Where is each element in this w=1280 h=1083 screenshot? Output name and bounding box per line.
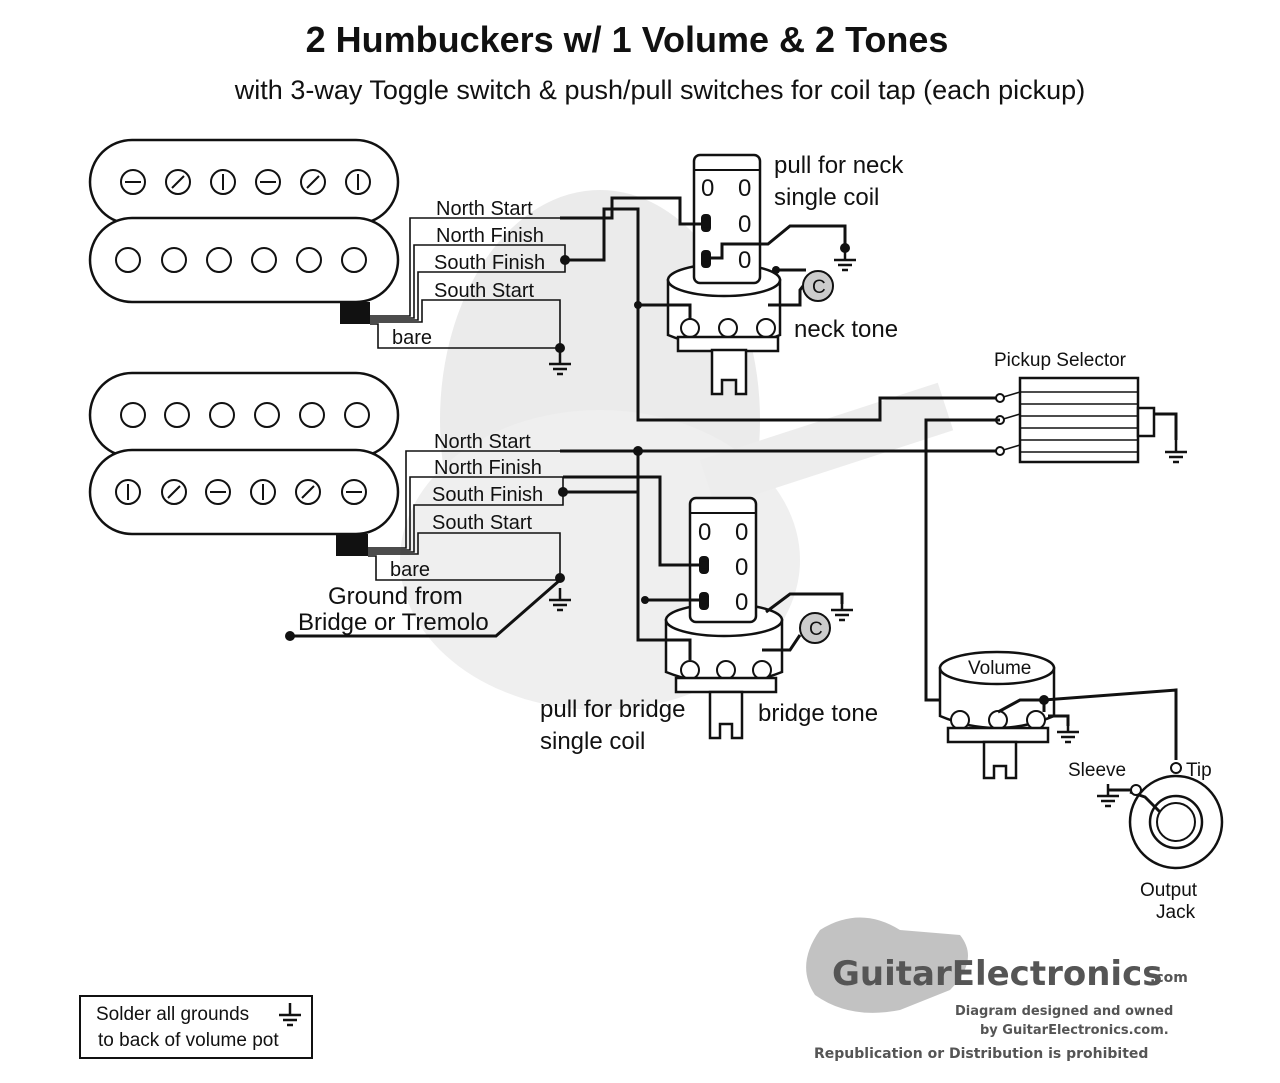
- neck-humbucker-bottom-coil: [88, 216, 400, 304]
- bridge-pickup-wires: North Start North Finish South Finish So…: [285, 431, 573, 641]
- neck-humbucker: [88, 138, 400, 324]
- bridge-wire-label-north-finish: North Finish: [434, 457, 542, 479]
- ground-icon: [1163, 438, 1189, 464]
- neck-push-pull-switch: [692, 153, 762, 285]
- volume-pot: Volume: [938, 650, 1178, 780]
- logo-line3: Republication or Distribution is prohibi…: [814, 1046, 1148, 1062]
- bridge-tone-capacitor: [799, 612, 831, 644]
- bridge-wire-label-north-start: North Start: [434, 431, 531, 453]
- bridge-wire-label-bare: bare: [390, 559, 430, 581]
- logo-suffix: .com: [1150, 970, 1188, 986]
- neck-capacitor-label: C: [812, 277, 826, 298]
- logo-line1: Diagram designed and owned: [955, 1004, 1173, 1019]
- pickup-selector-switch: Pickup Selector: [994, 350, 1189, 464]
- tip-label: Tip: [1186, 760, 1212, 781]
- bridge-tone-pot: 0 0 0 0 C pull for bridge single coil br…: [540, 496, 878, 755]
- neck-wire-label-south-start: South Start: [434, 280, 535, 302]
- neck-switch-lug: 0: [738, 211, 751, 238]
- ground-from-label-line1: Ground from: [328, 583, 463, 610]
- neck-pickup-wires: North Start North Finish South Finish So…: [370, 198, 573, 376]
- volume-label: Volume: [968, 658, 1031, 679]
- neck-switch-wiring: [560, 196, 1000, 422]
- neck-switch-lug: 0: [738, 175, 751, 202]
- ground-from-label-line2: Bridge or Tremolo: [298, 609, 489, 636]
- bridge-switch-lug: 0: [698, 519, 711, 546]
- ground-icon: [829, 596, 855, 622]
- neck-switch-label-line1: pull for neck: [774, 152, 904, 179]
- bridge-switch-lug: 0: [735, 589, 748, 616]
- neck-tone-pot: 0 0 0 0 C pull for neck single coil neck…: [666, 152, 904, 396]
- output-jack: Sleeve Tip Output Jack: [1068, 760, 1224, 923]
- pickup-selector-label: Pickup Selector: [994, 350, 1127, 371]
- logo-line2: by GuitarElectronics.com.: [980, 1023, 1169, 1038]
- bridge-switch-label-line1: pull for bridge: [540, 696, 685, 723]
- output-jack-label-line2: Jack: [1156, 902, 1196, 923]
- diagram-subtitle: with 3-way Toggle switch & push/pull swi…: [234, 75, 1085, 105]
- bridge-tone-pot-lugs: [674, 660, 778, 740]
- logo-brand: GuitarElectronics: [832, 954, 1162, 994]
- neck-wire-label-north-finish: North Finish: [436, 225, 544, 247]
- neck-switch-lug: 0: [738, 247, 751, 274]
- bridge-cable-exit: [336, 534, 368, 556]
- ground-icon: [832, 246, 858, 272]
- diagram-title: 2 Humbuckers w/ 1 Volume & 2 Tones: [306, 19, 949, 60]
- bridge-humbucker: [88, 371, 400, 556]
- bridge-push-pull-switch: [688, 496, 758, 624]
- bridge-switch-lug: 0: [735, 554, 748, 581]
- bridge-tone-label: bridge tone: [758, 700, 878, 727]
- bridge-switch-lug: 0: [735, 519, 748, 546]
- ground-icon: [1095, 782, 1121, 808]
- bridge-wire-label-south-finish: South Finish: [432, 484, 543, 506]
- ground-note-line1: Solder all grounds: [96, 1004, 249, 1025]
- bridge-humbucker-bottom-coil: [88, 448, 400, 536]
- neck-wire-label-bare: bare: [392, 327, 432, 349]
- neck-switch-lug: 0: [701, 175, 714, 202]
- bridge-switch-label-line2: single coil: [540, 728, 645, 755]
- tremolo-ground-terminal: [285, 631, 295, 641]
- ground-note-line2: to back of volume pot: [98, 1030, 279, 1051]
- ground-note-box: Solder all grounds to back of volume pot: [79, 995, 313, 1059]
- neck-cable-exit: [340, 302, 370, 324]
- neck-wire-label-south-finish: South Finish: [434, 252, 545, 274]
- neck-switch-label-line2: single coil: [774, 184, 879, 211]
- bridge-wire-label-south-start: South Start: [432, 512, 533, 534]
- output-jack-label-line1: Output: [1140, 880, 1198, 901]
- neck-tone-label: neck tone: [794, 316, 898, 343]
- sleeve-label: Sleeve: [1068, 760, 1126, 781]
- guitarelectronics-logo: GuitarElectronics .com Diagram designed …: [806, 917, 1188, 1062]
- ground-icon: [1055, 718, 1081, 744]
- neck-wire-label-north-start: North Start: [436, 198, 533, 220]
- bridge-capacitor-label: C: [809, 619, 823, 640]
- neck-tone-pot-lugs: [676, 318, 780, 396]
- neck-ground-junction: [555, 343, 565, 353]
